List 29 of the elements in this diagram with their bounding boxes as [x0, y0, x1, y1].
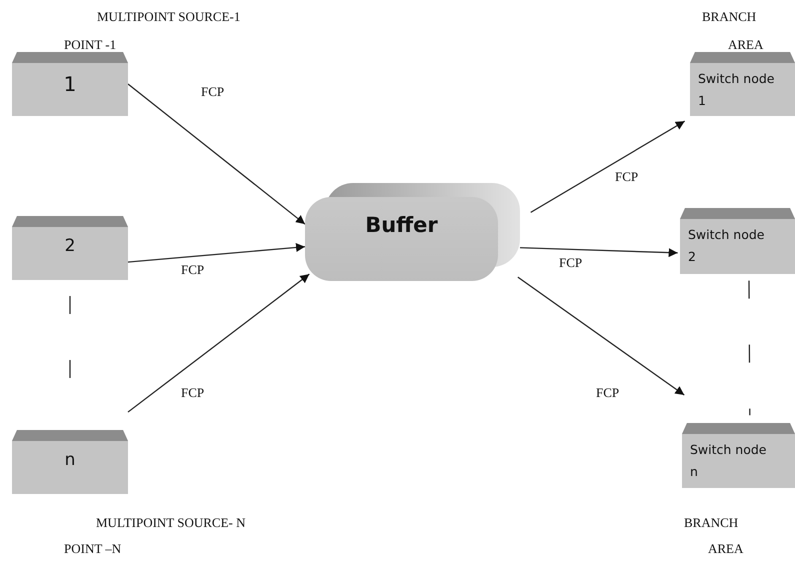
annotation-text: AREA — [728, 37, 764, 53]
node-label: 2 — [64, 236, 76, 256]
node-label: n — [64, 450, 76, 470]
annotation-text: MULTIPOINT SOURCE- N — [96, 515, 246, 531]
node-block — [12, 430, 128, 494]
annotation-text: AREA — [708, 541, 744, 557]
node-label: Buffer — [364, 213, 439, 237]
node-label: Switch node 1 — [698, 70, 776, 110]
dashed-connector — [748, 280, 750, 416]
node-block — [690, 52, 795, 116]
node-block — [680, 208, 795, 274]
annotation-text: POINT -1 — [64, 37, 116, 53]
annotation-text: POINT –N — [64, 541, 122, 557]
node-label: Switch node n — [690, 441, 768, 481]
arrow — [128, 243, 306, 263]
arrow — [520, 247, 678, 258]
node-label: 1 — [62, 72, 78, 96]
annotation-text: MULTIPOINT SOURCE-1 — [97, 9, 240, 25]
annotation-text: BRANCH — [684, 515, 738, 531]
annotation-text: BRANCH — [702, 9, 756, 25]
node-label: Switch node 2 — [688, 226, 766, 266]
node-block — [12, 52, 128, 116]
node-block — [682, 423, 795, 488]
arrow — [530, 120, 686, 213]
buffer-block — [305, 183, 520, 281]
node-block — [12, 216, 128, 280]
arrow — [128, 84, 306, 225]
arrow — [128, 274, 310, 413]
arrow — [518, 276, 685, 396]
